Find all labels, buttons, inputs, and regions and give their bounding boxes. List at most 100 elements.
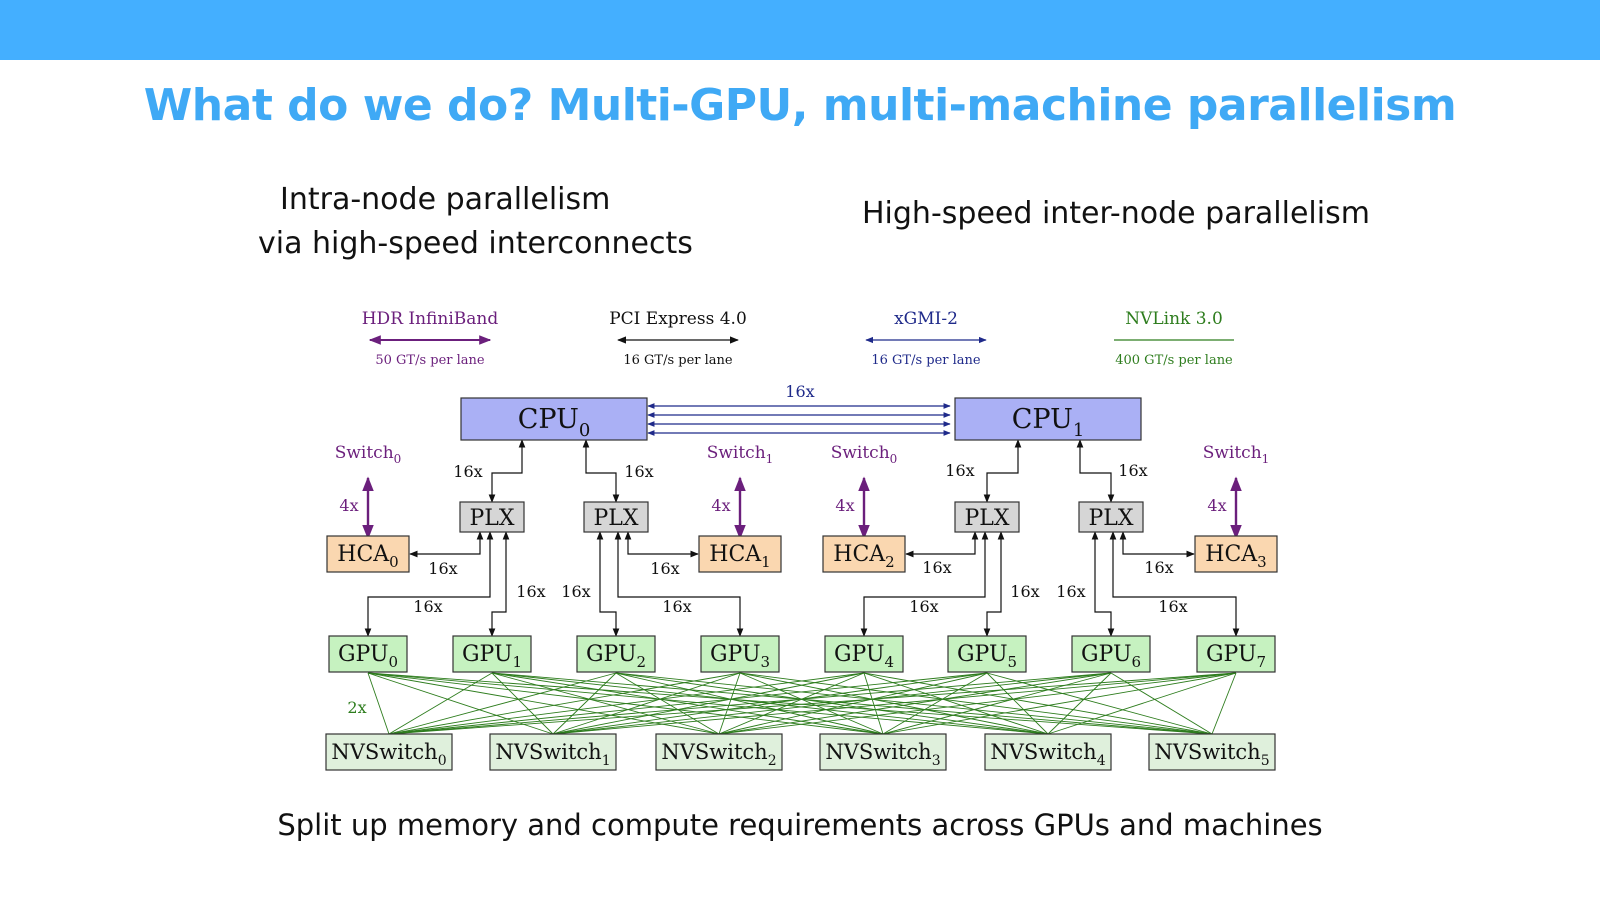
plx-label: PLX <box>469 506 514 531</box>
pcie-lanes-label: 16x <box>662 597 691 616</box>
nvswitch-label: NVSwitch5 <box>1154 740 1269 769</box>
nvlink-line <box>718 672 741 735</box>
intra-node-caption-line1: Intra-node parallelism <box>280 182 611 217</box>
hca-box <box>1194 535 1278 573</box>
nvlink-line <box>882 672 1237 735</box>
nvswitch-label: NVSwitch3 <box>825 740 940 769</box>
slide-title: What do we do? Multi-GPU, multi-machine … <box>143 80 1457 131</box>
hca-label: HCA1 <box>709 542 770 571</box>
plx-box <box>954 501 1020 533</box>
gpu-box <box>947 635 1027 673</box>
hca-label: HCA2 <box>833 542 894 571</box>
plx-gpu-link <box>1109 531 1240 637</box>
pcie-lanes-label: 16x <box>428 559 457 578</box>
nvlink-line <box>552 672 865 735</box>
nvswitch-box <box>489 733 617 771</box>
nvlink-line <box>552 672 988 735</box>
nvlink-line <box>552 672 1112 735</box>
pcie-lanes-label: 16x <box>624 462 653 481</box>
legend-rate: 16 GT/s per lane <box>871 353 981 368</box>
gpu-box <box>328 635 408 673</box>
nvlink-line <box>388 672 493 735</box>
nvlink-line <box>367 672 1213 735</box>
plx-label: PLX <box>964 506 1009 531</box>
hca-label: HCA0 <box>337 542 398 571</box>
nvlink-line <box>367 672 554 735</box>
pcie-lanes-label: 16x <box>1056 582 1085 601</box>
nvswitch-box <box>1148 733 1276 771</box>
plx-gpu-link <box>1091 531 1115 637</box>
nvlink-line <box>615 672 720 735</box>
nvlink-line <box>882 672 1112 735</box>
nvlink-line <box>552 672 617 735</box>
cpu-plx-link <box>488 439 526 503</box>
nvlink-line <box>863 672 1213 735</box>
nvlink-line <box>491 672 720 735</box>
plx-hca-link <box>624 531 699 558</box>
nvswitch-label: NVSwitch4 <box>990 740 1105 769</box>
gpu-label: GPU4 <box>834 642 894 671</box>
gpu-label: GPU3 <box>710 642 770 671</box>
pcie-lanes-label: 16x <box>516 582 545 601</box>
gpu-box <box>452 635 532 673</box>
pcie-lanes-label: 16x <box>909 597 938 616</box>
nvlink-lanes-label: 2x <box>347 698 366 717</box>
gpu-box <box>576 635 656 673</box>
plx-hca-link <box>905 531 979 558</box>
plx-gpu-link <box>983 531 1005 637</box>
ib-lanes-label: 4x <box>835 496 854 515</box>
pcie-lanes-label: 16x <box>561 582 590 601</box>
switch-label: Switch0 <box>831 443 898 466</box>
gpu-label: GPU6 <box>1081 642 1141 671</box>
gpu-box <box>1196 635 1276 673</box>
nvlink-line <box>367 672 390 735</box>
nvlink-line <box>1110 672 1213 735</box>
inter-node-caption: High-speed inter-node parallelism <box>862 196 1370 231</box>
plx-gpu-link <box>488 531 510 637</box>
gpu-label: GPU0 <box>338 642 398 671</box>
legend-name: NVLink 3.0 <box>1125 309 1223 329</box>
cpu-label: CPU1 <box>1012 404 1085 441</box>
pcie-lanes-label: 16x <box>650 559 679 578</box>
cpu-link-label: 16x <box>785 382 814 401</box>
nvlink-line <box>718 672 988 735</box>
gpu-box <box>824 635 904 673</box>
legend-rate: 16 GT/s per lane <box>623 353 733 368</box>
cpu-plx-link <box>983 439 1022 503</box>
pcie-links <box>362 403 1242 637</box>
plx-gpu-link <box>596 531 620 637</box>
pcie-lanes-label: 16x <box>1010 582 1039 601</box>
plx-box <box>459 501 525 533</box>
gpu-box <box>1071 635 1151 673</box>
pcie-lanes-label: 16x <box>1144 558 1173 577</box>
nvswitch-box <box>655 733 783 771</box>
nvlink-line <box>718 672 1237 735</box>
nvswitch-label: NVSwitch1 <box>495 740 610 769</box>
ib-lanes-label: 4x <box>1207 496 1226 515</box>
cpu-plx-link <box>582 439 620 503</box>
slide-footer: Split up memory and compute requirements… <box>277 808 1323 842</box>
legend-rate: 400 GT/s per lane <box>1115 353 1233 368</box>
nvlink-line <box>718 672 1112 735</box>
plx-hca-link <box>1119 531 1195 558</box>
nvswitch-label: NVSwitch0 <box>331 740 446 769</box>
plx-gpu-link <box>614 531 744 637</box>
legend-name: HDR InfiniBand <box>362 309 499 329</box>
intra-node-caption-line2: via high-speed interconnects <box>258 226 693 261</box>
gpu-box <box>700 635 780 673</box>
nvlink-line <box>388 672 1237 735</box>
top-banner <box>0 0 1600 60</box>
plx-label: PLX <box>593 506 638 531</box>
plx-label: PLX <box>1088 506 1133 531</box>
switch-label: Switch1 <box>1203 443 1270 466</box>
nvlink-line <box>863 672 1049 735</box>
gpu-label: GPU5 <box>957 642 1017 671</box>
pcie-lanes-label: 16x <box>1118 461 1147 480</box>
nvlink-line <box>552 672 741 735</box>
cpu-box <box>460 397 648 441</box>
nvlink-line <box>388 672 865 735</box>
nvlink-mesh <box>367 672 1237 735</box>
